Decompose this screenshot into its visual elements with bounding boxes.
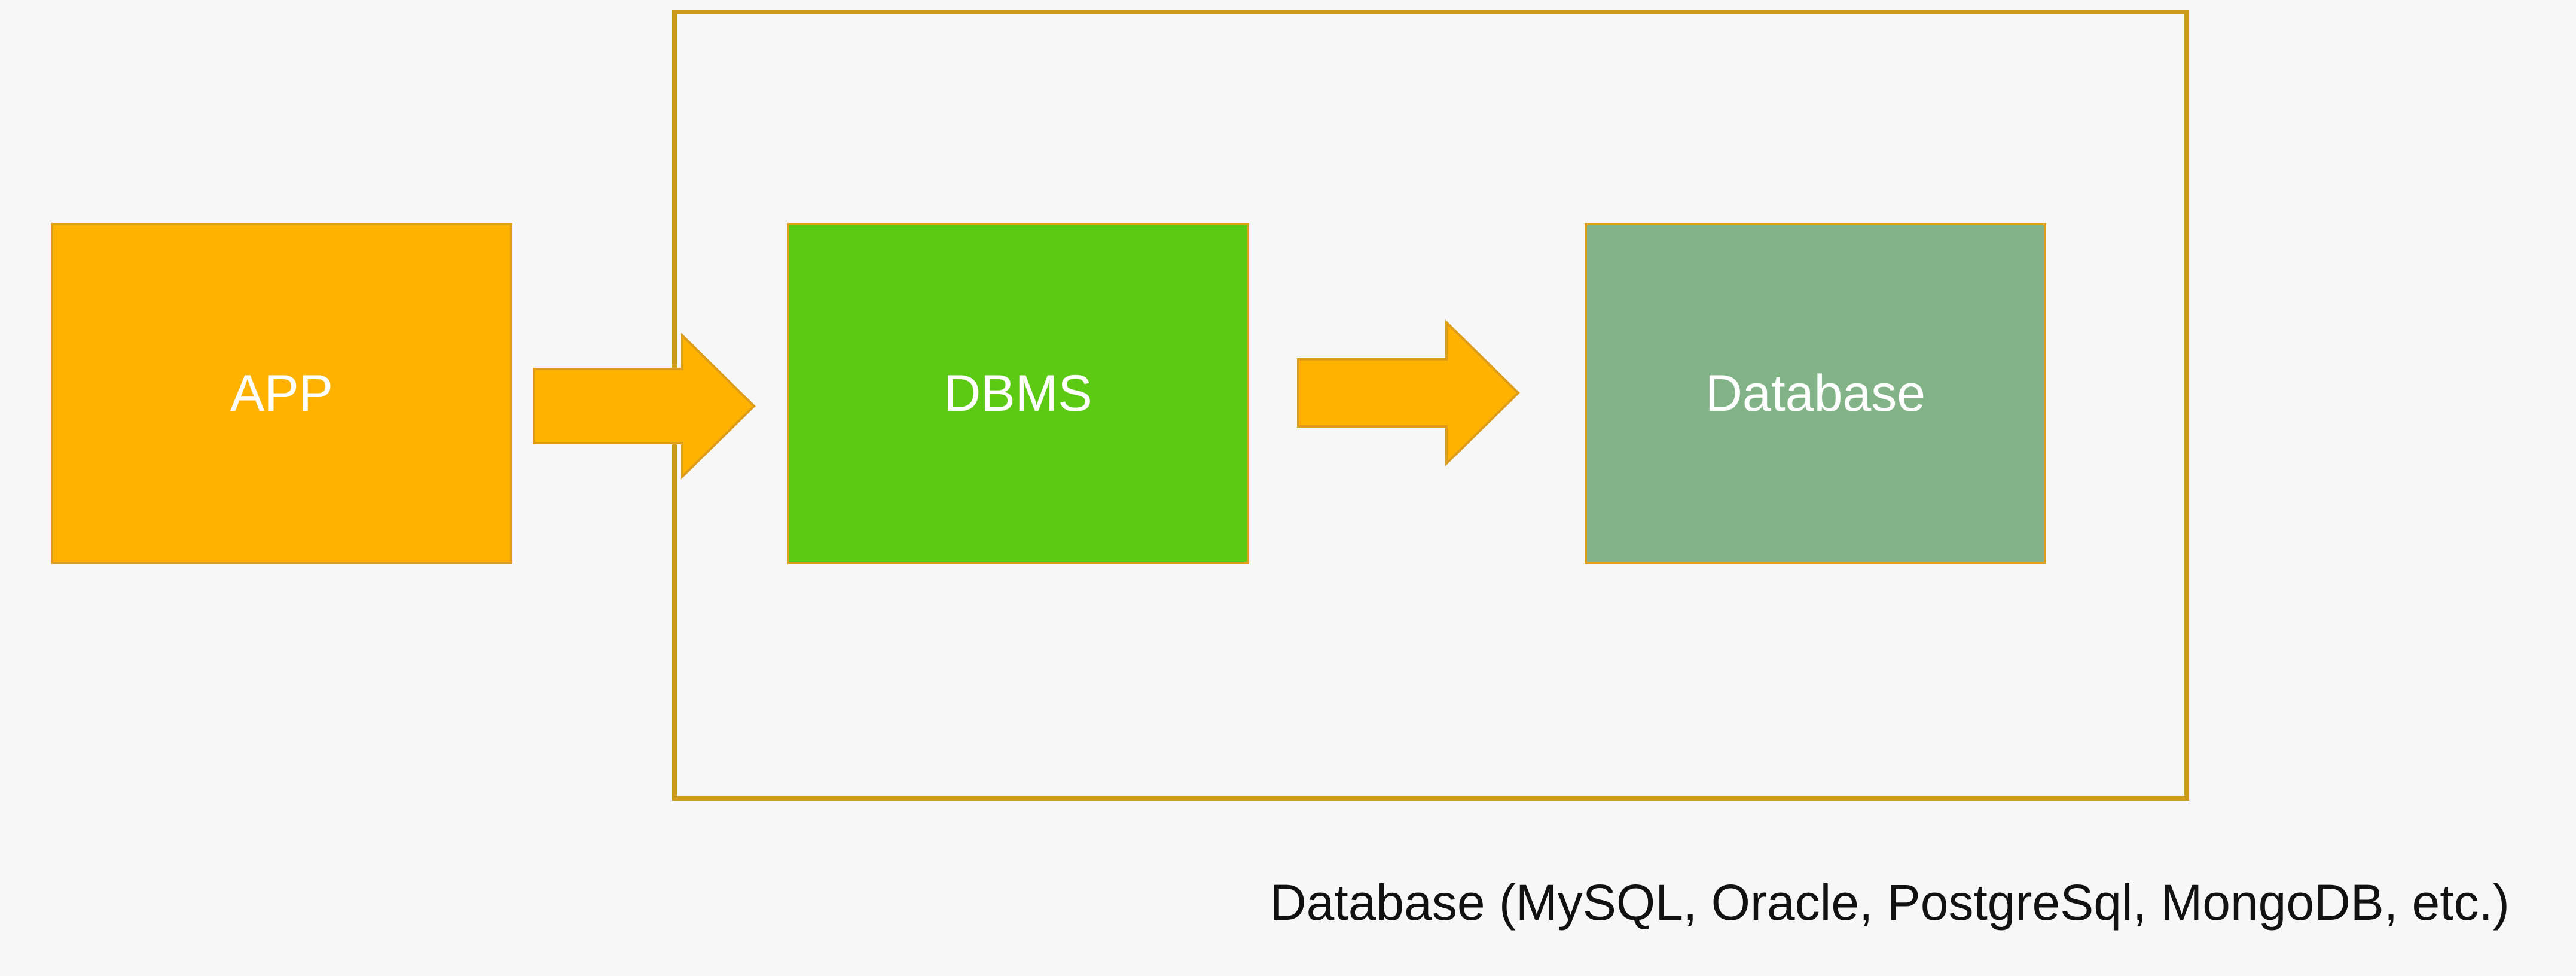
dbms-to-database-arrow-shape xyxy=(1297,319,1520,466)
dbms-box: DBMS xyxy=(787,223,1249,564)
database-label: Database xyxy=(1705,364,1926,422)
diagram-caption: Database (MySQL, Oracle, PostgreSql, Mon… xyxy=(1270,874,2510,931)
app-box: APP xyxy=(51,223,512,564)
app-to-dbms-arrow xyxy=(533,333,756,480)
dbms-label: DBMS xyxy=(944,364,1092,422)
database-box: Database xyxy=(1585,223,2046,564)
app-label: APP xyxy=(230,364,334,422)
dbms-to-database-arrow xyxy=(1297,319,1520,466)
app-to-dbms-arrow-shape xyxy=(533,333,756,480)
